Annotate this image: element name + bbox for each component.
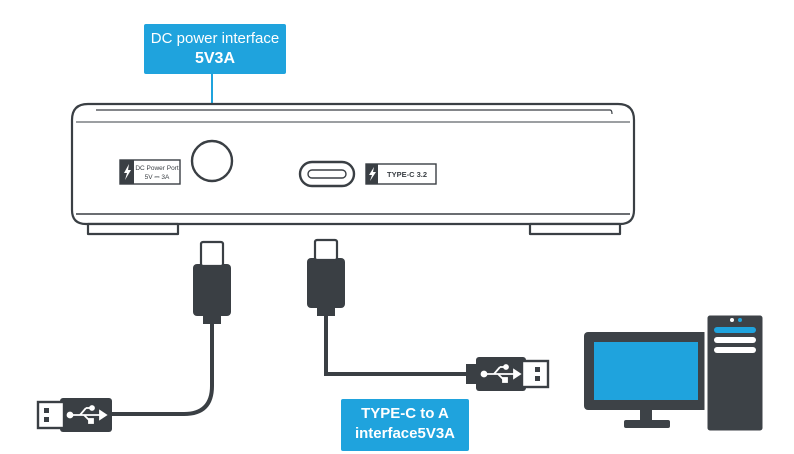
typec-cable-callout-line1: TYPE-C to A	[361, 405, 449, 422]
usb-trident-icon	[480, 364, 522, 383]
dc-port-label-line1: DC Power Port	[135, 165, 179, 172]
dc-power-callout-title: DC power interface	[150, 30, 280, 47]
dc-power-callout: DC power interface 5V3A	[144, 24, 286, 74]
typec-port-label: TYPE-C 3.2	[365, 163, 437, 185]
usb-trident-icon	[66, 405, 108, 424]
pc-tower	[704, 312, 766, 434]
dc-power-jack	[190, 139, 234, 183]
typec-cable-callout-line2: interface5V3A	[354, 425, 456, 442]
dock-device	[70, 102, 636, 236]
usb-a-plug-right	[466, 357, 550, 391]
dc-power-cable	[108, 240, 231, 416]
desktop-computer-icon	[584, 312, 766, 434]
dc-port-label-line2: 5V ⎓ 3A	[145, 174, 170, 181]
typec-port	[298, 160, 356, 188]
device-foot-right	[528, 222, 622, 236]
monitor	[584, 332, 708, 428]
dc-power-callout-spec: 5V3A	[194, 50, 236, 67]
usb-a-plug-left	[36, 398, 112, 432]
dc-port-label: DC Power Port 5V ⎓ 3A	[119, 159, 181, 185]
typec-port-label-text: TYPE-C 3.2	[387, 170, 427, 179]
typec-data-cable	[307, 238, 476, 376]
lightning-icon	[369, 167, 376, 181]
typec-cable-callout: TYPE-C to A interface5V3A	[341, 399, 469, 451]
lightning-icon	[124, 164, 131, 180]
device-foot-left	[86, 222, 180, 236]
